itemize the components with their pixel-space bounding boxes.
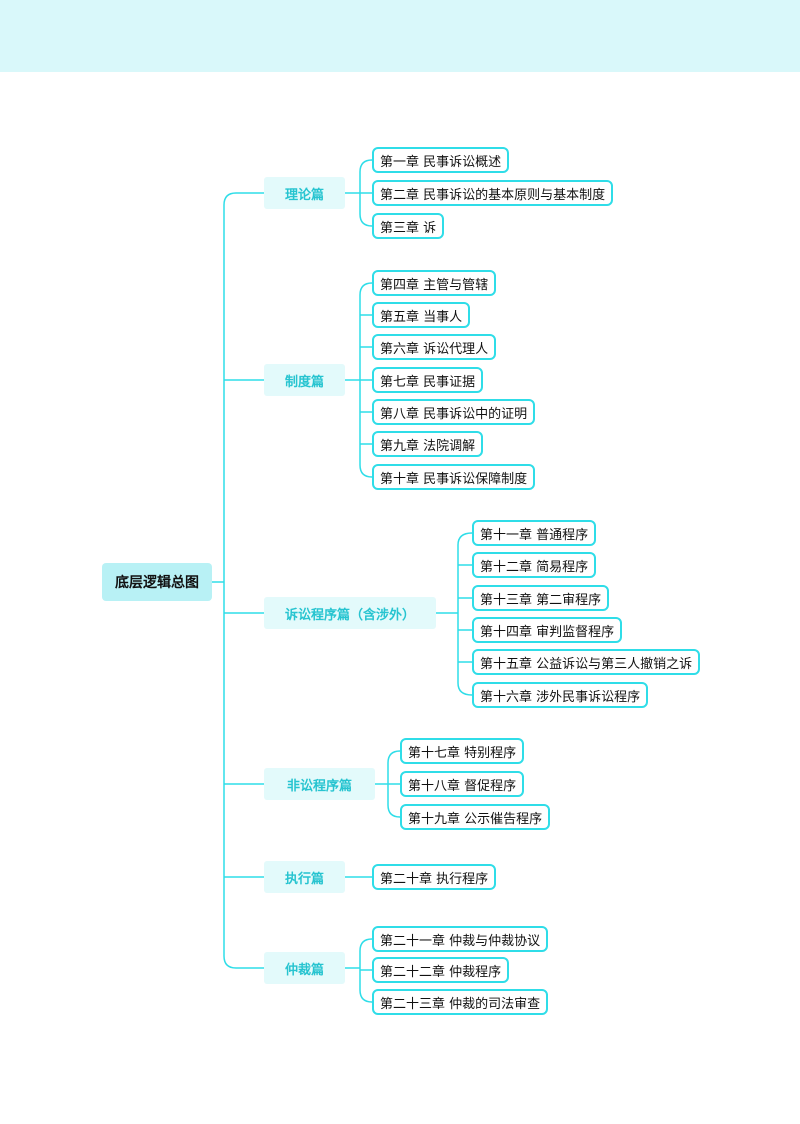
root-node: 底层逻辑总图 xyxy=(102,563,212,601)
chapter-node: 第二十二章 仲裁程序 xyxy=(372,957,510,983)
section-theory: 理论篇 xyxy=(264,177,345,209)
chapter-node: 第十五章 公益诉讼与第三人撤销之诉 xyxy=(472,649,701,675)
chapter-node: 第九章 法院调解 xyxy=(372,431,484,457)
section-enforcement: 执行篇 xyxy=(264,861,345,893)
chapter-node: 第二章 民事诉讼的基本原则与基本制度 xyxy=(372,180,614,206)
chapter-node: 第十八章 督促程序 xyxy=(400,771,525,797)
section-arbitration: 仲裁篇 xyxy=(264,952,345,984)
chapter-node: 第六章 诉讼代理人 xyxy=(372,334,497,360)
section-system: 制度篇 xyxy=(264,364,345,396)
chapter-node: 第四章 主管与管辖 xyxy=(372,270,497,296)
chapter-node: 第十六章 涉外民事诉讼程序 xyxy=(472,682,649,708)
chapter-node: 第二十三章 仲裁的司法审查 xyxy=(372,989,549,1015)
chapter-node: 第十章 民事诉讼保障制度 xyxy=(372,464,536,490)
section-litigation-procedure: 诉讼程序篇（含涉外） xyxy=(264,597,436,629)
section-non-litigation: 非讼程序篇 xyxy=(264,768,375,800)
chapter-node: 第十七章 特别程序 xyxy=(400,738,525,764)
chapter-node: 第十一章 普通程序 xyxy=(472,520,597,546)
chapter-node: 第八章 民事诉讼中的证明 xyxy=(372,399,536,425)
chapter-node: 第十九章 公示催告程序 xyxy=(400,804,551,830)
chapter-node: 第三章 诉 xyxy=(372,213,445,239)
chapter-node: 第二十章 执行程序 xyxy=(372,864,497,890)
chapter-node: 第十三章 第二审程序 xyxy=(472,585,610,611)
chapter-node: 第七章 民事证据 xyxy=(372,367,484,393)
chapter-node: 第十四章 审判监督程序 xyxy=(472,617,623,643)
chapter-node: 第五章 当事人 xyxy=(372,302,471,328)
chapter-node: 第十二章 简易程序 xyxy=(472,552,597,578)
chapter-node: 第二十一章 仲裁与仲裁协议 xyxy=(372,926,549,952)
header-band xyxy=(0,0,800,72)
chapter-node: 第一章 民事诉讼概述 xyxy=(372,147,510,173)
